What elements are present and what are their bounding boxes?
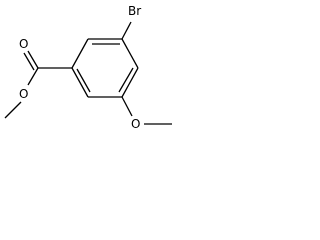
benzene-ring	[71, 38, 139, 98]
carbonyl-double-bond	[23, 52, 35, 71]
ring-bond	[71, 67, 89, 98]
ring-bond	[71, 38, 89, 69]
c-br-bond	[121, 21, 132, 40]
carbonyl-double-bond	[27, 50, 39, 69]
ring-double-bond	[118, 67, 134, 93]
bromine-atom-label: Br	[128, 4, 141, 18]
ether-oxygen-label: O	[131, 117, 140, 131]
ester-c-o-bond	[27, 67, 39, 86]
methyl-ester-group: O O	[4, 37, 72, 119]
chemical-structure: Br O O O	[4, 4, 172, 131]
ring-bond	[121, 38, 139, 69]
ring-bond	[121, 67, 139, 98]
carbonyl-oxygen-label: O	[19, 37, 28, 51]
methoxy-group: O	[121, 96, 172, 131]
c-o-bond	[121, 96, 133, 117]
ester-oxygen-label: O	[19, 87, 28, 101]
ring-double-bond	[76, 68, 91, 93]
ester-methyl-bond	[4, 101, 22, 119]
bromo-group: Br	[121, 4, 141, 40]
